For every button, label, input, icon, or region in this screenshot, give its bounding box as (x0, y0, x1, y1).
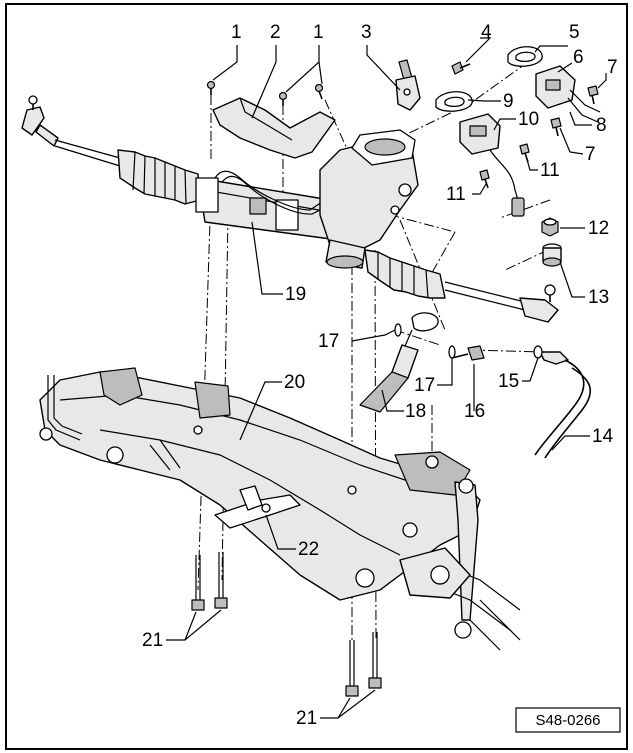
subframe-20 (39, 367, 521, 651)
bolts-7 (550, 85, 599, 137)
valve-block-10 (459, 113, 525, 217)
banjo-bolt-16 (451, 345, 485, 361)
callout-5: 5 (569, 22, 580, 43)
callout-1-right: 1 (313, 22, 324, 43)
callout-17-right: 17 (414, 375, 435, 396)
callout-20: 20 (284, 372, 305, 393)
callout-2: 2 (270, 22, 281, 43)
bushing-13 (542, 243, 562, 267)
seal-9 (435, 91, 473, 112)
heat-shield (212, 97, 336, 159)
steering-rack (21, 95, 559, 323)
callout-7-bottom: 7 (585, 144, 596, 165)
callout-16: 16 (464, 401, 485, 422)
callout-18: 18 (405, 401, 426, 422)
callout-15: 15 (498, 371, 519, 392)
bolts-1 (206, 80, 324, 106)
callout-21-left: 21 (142, 630, 163, 651)
callout-11-left: 11 (446, 184, 466, 205)
callout-21-bottom: 21 (296, 708, 317, 729)
callout-7-top: 7 (607, 57, 618, 78)
seal-15 (533, 345, 543, 359)
reference-code: S48-0266 (535, 712, 600, 729)
seal-5 (507, 46, 543, 67)
callout-3: 3 (361, 22, 372, 43)
bracket-22 (214, 485, 301, 529)
callout-9: 9 (503, 91, 514, 112)
callout-17-left: 17 (318, 331, 339, 352)
callout-labels: 1 2 1 3 4 5 6 7 8 7 9 10 11 11 12 13 19 … (142, 22, 618, 729)
callout-10: 10 (518, 109, 539, 130)
callout-6: 6 (573, 47, 584, 68)
callout-8: 8 (596, 115, 607, 136)
callout-19: 19 (285, 284, 306, 305)
valve-block-6 (535, 65, 601, 123)
subframe-bolts-21 (191, 552, 382, 697)
leader-lines (166, 37, 607, 719)
hose-18 (359, 312, 439, 413)
pressure-line-14 (534, 351, 592, 459)
callout-4: 4 (481, 22, 492, 43)
callout-14: 14 (592, 426, 614, 447)
callout-12: 12 (588, 218, 609, 239)
callout-1-left: 1 (231, 22, 242, 43)
bolt-4 (451, 61, 471, 75)
diagram-frame (5, 3, 628, 750)
callout-13: 13 (588, 287, 609, 308)
callout-22: 22 (298, 539, 319, 560)
sensor-3 (395, 59, 421, 111)
reference-code-box: S48-0266 (515, 707, 621, 733)
nut-12 (541, 217, 559, 237)
callout-11-right: 11 (540, 160, 560, 181)
